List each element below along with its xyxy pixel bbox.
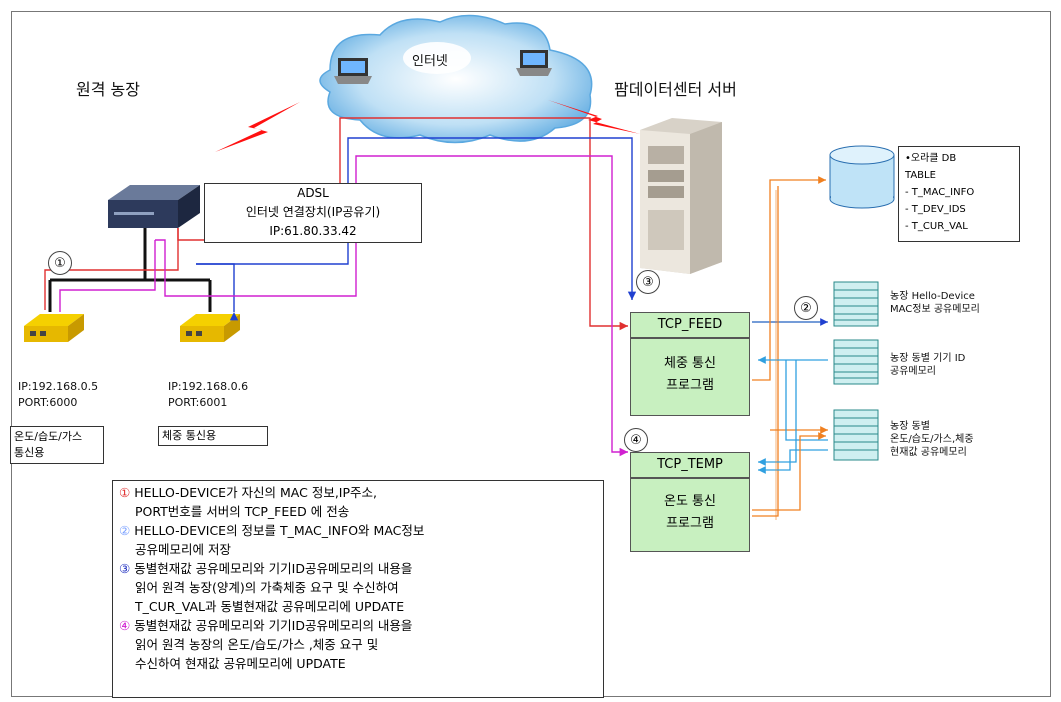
db-line-2: TABLE [905,170,936,181]
step-2-marker: ② [794,296,818,320]
db-table-box: •오라클 DB TABLE - T_MAC_INFO - T_DEV_IDS -… [898,146,1020,242]
weight-comm-program: 체중 통신 프로그램 [630,338,750,416]
legend-marker-4: ④ [119,618,131,633]
step-4-marker: ④ [624,428,648,452]
shared-memory-2-icon [833,339,879,385]
legend-text-1b: PORT번호를 서버의 TCP_FEED 에 전송 [135,504,350,519]
internet-cloud-icon [319,14,593,144]
temp-to-db [752,186,779,517]
legend-marker-2: ② [119,523,131,538]
curval-to-temp [758,449,828,474]
device-1-role-line-1: 온도/습도/가스 [14,430,83,443]
database-icon [829,145,895,209]
db-line-4: - T_DEV_IDS [905,204,966,215]
mac-memory-line-2: MAC정보 공유메모리 [890,304,980,315]
server-icon [640,118,722,274]
adsl-line-2: 인터넷 연결장치(IP공유기) [245,205,381,219]
device-2-port: PORT:6001 [168,396,228,409]
adsl-info-box: ADSL 인터넷 연결장치(IP공유기) IP:61.80.33.42 [204,183,422,243]
step-3-marker: ③ [636,270,660,294]
device-1-address: IP:192.168.0.5 PORT:6000 [18,379,98,411]
link-lightning-left [215,102,300,152]
path-1-red [177,117,628,331]
weight-comm-program-line-2: 프로그램 [666,378,714,393]
path-3-device [59,240,156,312]
shared-memory-3-icon [833,409,879,461]
device-2-address: IP:192.168.0.6 PORT:6001 [168,379,248,411]
datacenter-heading: 팜데이터센터 서버 [614,80,737,99]
current-value-memory-line-1: 농장 동별 [890,421,930,432]
devid-to-temp [758,360,797,466]
legend-item-2: ② HELLO-DEVICE의 정보를 T_MAC_INFO와 MAC정보 공유… [119,521,597,559]
mac-memory-line-1: 농장 Hello-Device [890,291,975,302]
legend-box: ① HELLO-DEVICE가 자신의 MAC 정보,IP주소, PORT번호를… [112,480,604,698]
internet-label: 인터넷 [412,54,448,69]
legend-text-3b: 읽어 원격 농장(양계)의 가축체중 요구 및 수신하여 [135,580,399,595]
device-1-ip: IP:192.168.0.5 [18,380,99,393]
device-id-memory-line-2: 공유메모리 [890,366,936,377]
legend-text-2a: HELLO-DEVICE의 정보를 T_MAC_INFO와 MAC정보 [134,523,425,538]
router-icon [108,185,200,228]
legend-text-4b: 읽어 원격 농장의 온도/습도/가스 ,체중 요구 및 [135,637,379,652]
db-line-1: •오라클 DB [905,153,957,164]
legend-text-1a: HELLO-DEVICE가 자신의 MAC 정보,IP주소, [134,485,378,500]
device-id-memory-label: 농장 동별 기기 ID 공유메모리 [890,352,965,378]
device-2-ip: IP:192.168.0.6 [168,380,249,393]
device-1-role-line-2: 통신용 [14,446,45,459]
weight-comm-program-line-1: 체중 통신 [664,356,716,371]
adsl-line-1: ADSL [297,186,329,200]
tcp-temp-header: TCP_TEMP [630,452,750,478]
legend-item-3: ③ 동별현재값 공유메모리와 기기ID공유메모리의 내용을 읽어 원격 농장(양… [119,559,597,616]
device-id-memory-line-1: 농장 동별 기기 ID [890,353,966,364]
db-line-5: - T_CUR_VAL [905,221,968,232]
remote-farm-heading: 원격 농장 [76,80,140,99]
farm-device-1-icon [24,314,84,342]
device-1-port: PORT:6000 [18,396,78,409]
lan-cable [48,228,212,312]
curval-to-feed [785,360,828,441]
device-2-role-box: 체중 통신용 [158,426,268,446]
path-3-blue [196,137,637,300]
path-1-device [44,228,179,310]
temp-to-curval [752,432,826,511]
db-line-3: - T_MAC_INFO [905,187,975,198]
mac-memory-label: 농장 Hello-Device MAC정보 공유메모리 [890,290,980,316]
legend-marker-1: ① [119,485,131,500]
legend-text-3a: 동별현재값 공유메모리와 기기ID공유메모리의 내용을 [134,561,413,576]
current-value-memory-label: 농장 동별 온도/습도/가스,체중 현재값 공유메모리 [890,420,974,459]
feed-to-db [752,176,826,381]
tcp-feed-header: TCP_FEED [630,312,750,338]
temp-comm-program-line-2: 프로그램 [666,516,714,531]
current-value-memory-line-2: 온도/습도/가스,체중 [890,434,974,445]
current-value-memory-line-3: 현재값 공유메모리 [890,447,967,458]
legend-text-4c: 수신하여 현재값 공유메모리에 UPDATE [135,656,346,671]
legend-item-1: ① HELLO-DEVICE가 자신의 MAC 정보,IP주소, PORT번호를… [119,483,597,521]
legend-text-3c: T_CUR_VAL과 동별현재값 공유메모리에 UPDATE [135,599,405,614]
legend-marker-3: ③ [119,561,131,576]
legend-text-2b: 공유메모리에 저장 [135,542,231,557]
temp-comm-program-line-1: 온도 통신 [664,494,716,509]
farm-device-2-icon [180,314,240,342]
legend-text-4a: 동별현재값 공유메모리와 기기ID공유메모리의 내용을 [134,618,413,633]
device-1-role-box: 온도/습도/가스 통신용 [10,426,104,464]
path-2-device [196,263,239,321]
legend-item-4: ④ 동별현재값 공유메모리와 기기ID공유메모리의 내용을 읽어 원격 농장의 … [119,616,597,673]
adsl-line-3: IP:61.80.33.42 [269,224,357,238]
temp-comm-program: 온도 통신 프로그램 [630,478,750,552]
shared-memory-1-icon [833,281,879,327]
step-1-marker: ① [48,251,72,275]
